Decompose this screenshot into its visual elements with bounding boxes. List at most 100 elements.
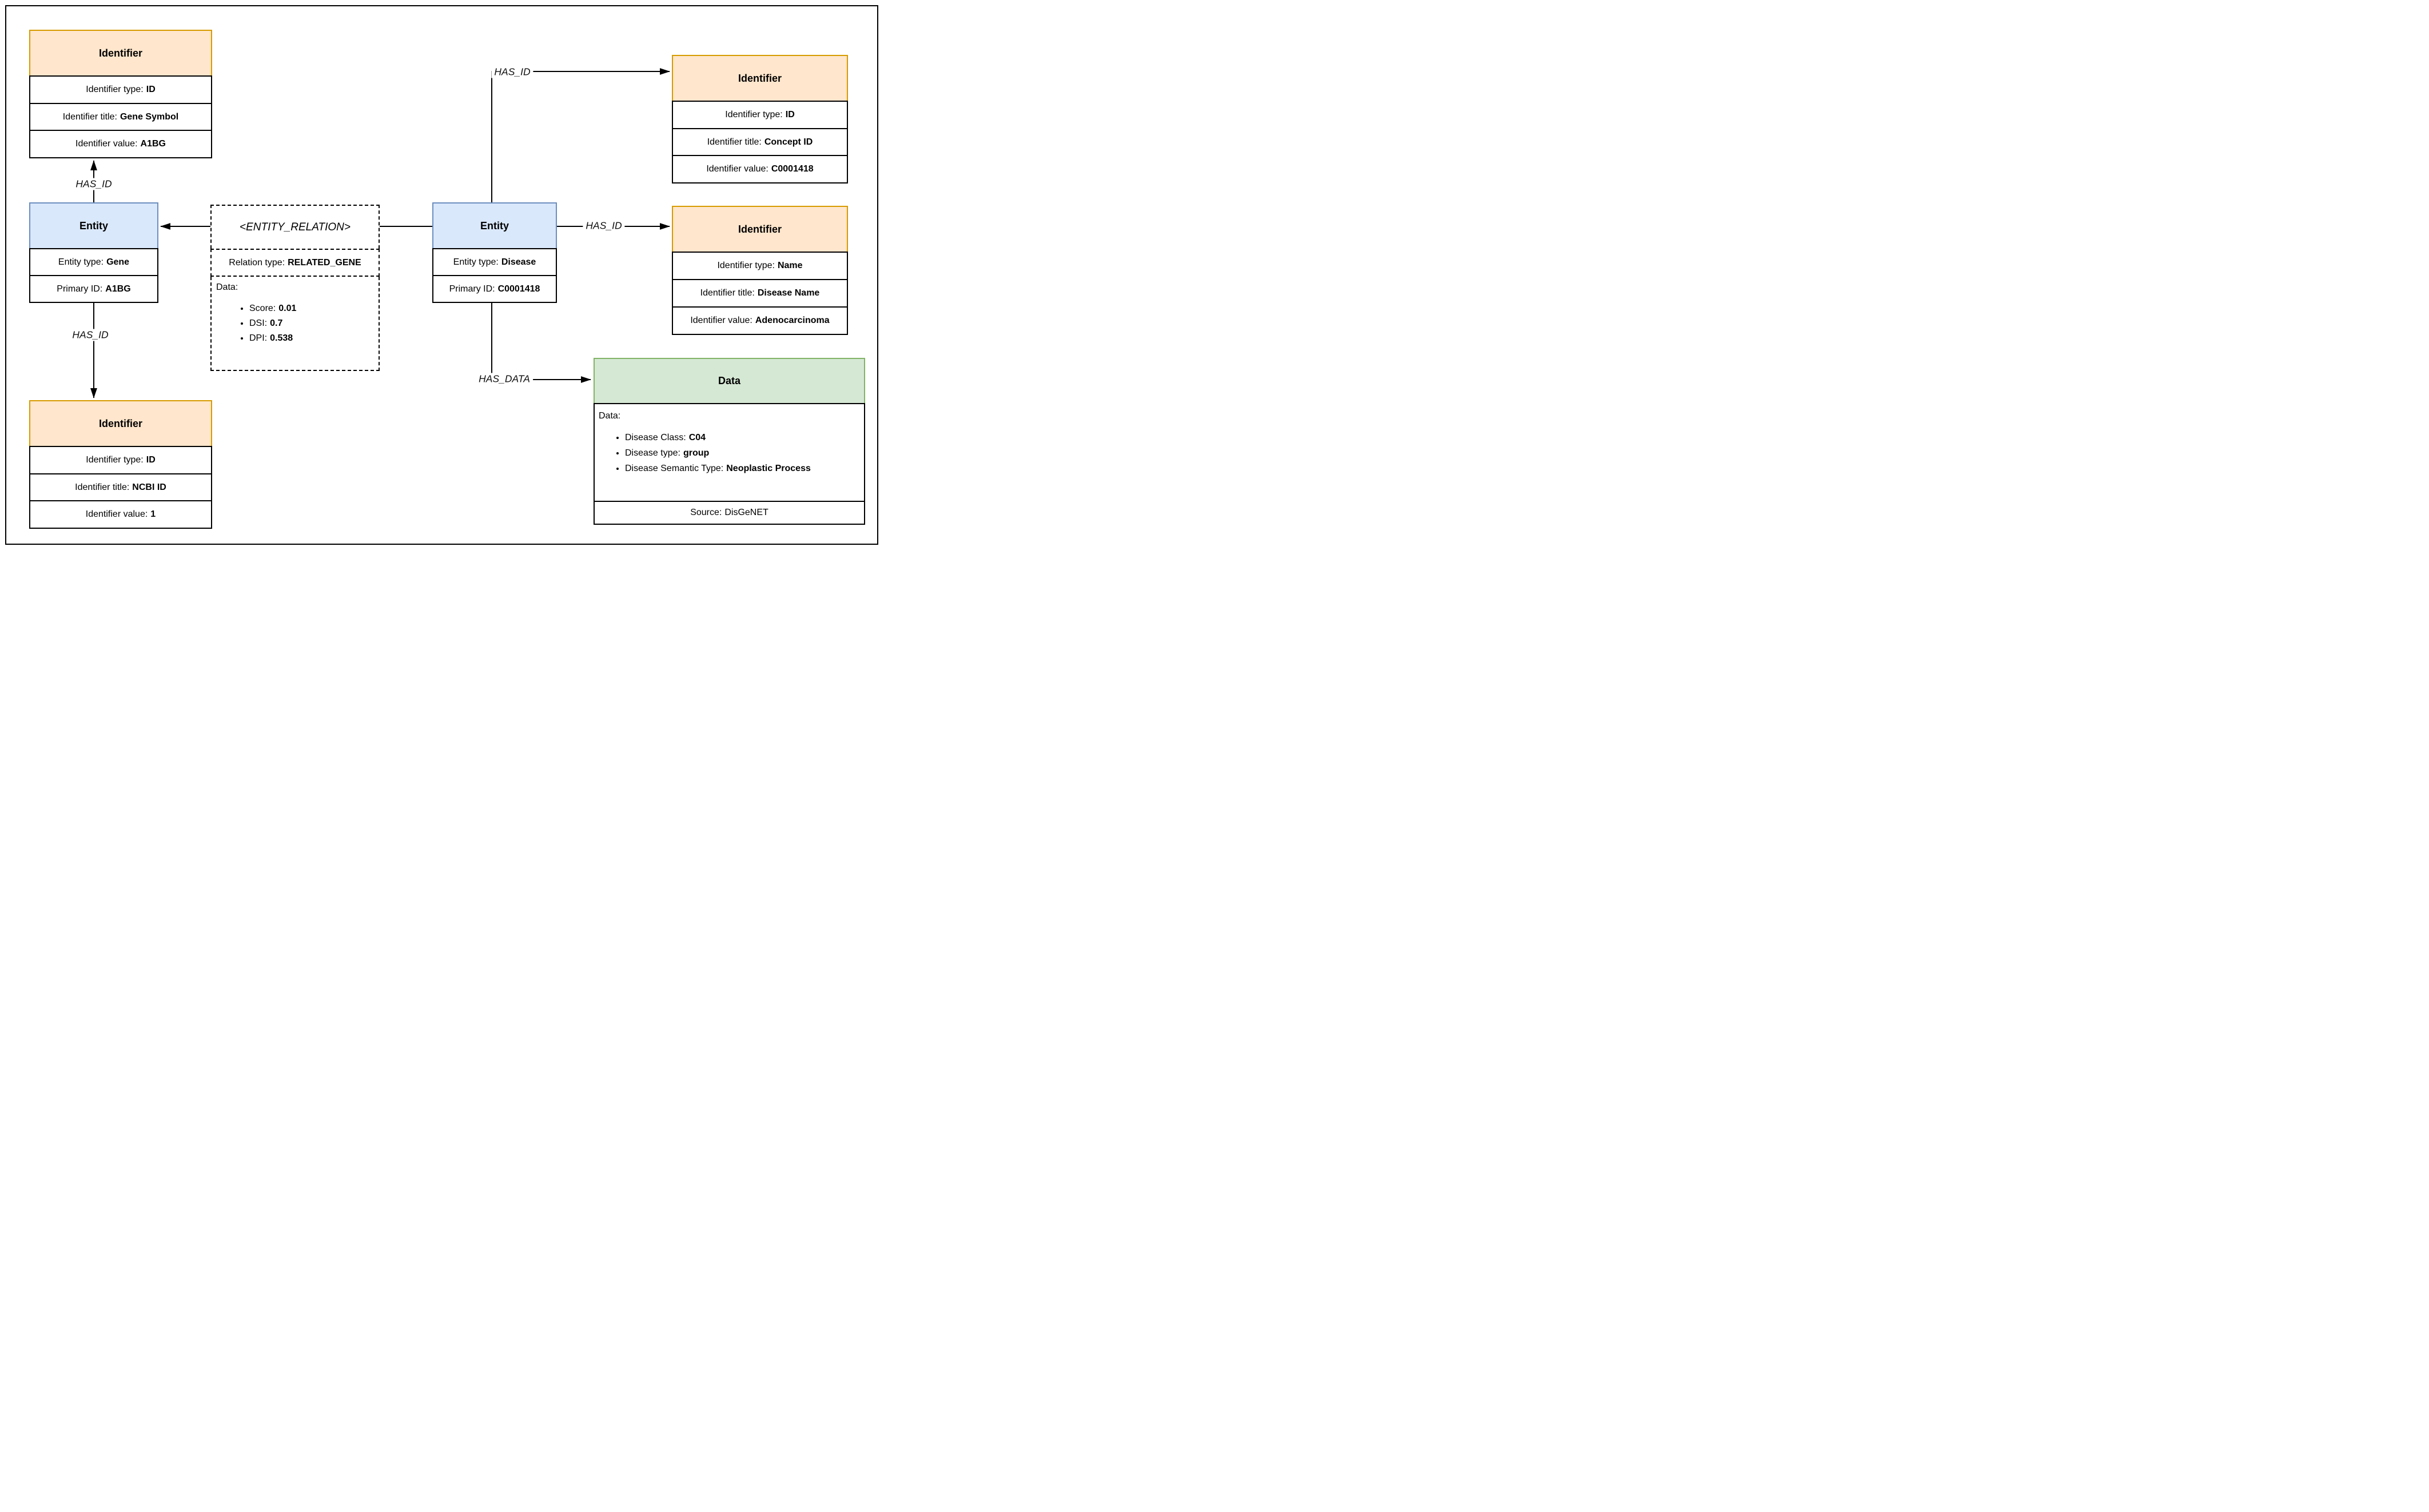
node-entity-gene: Entity Entity type:Gene Primary ID:A1BG [29, 202, 158, 303]
edge-label-has-id-gene-symbol: HAS_ID [73, 178, 115, 190]
field-value: ID [146, 84, 156, 94]
source-value: DisGeNET [724, 508, 768, 517]
node-identifier-ncbi: Identifier Identifier type:ID Identifier… [29, 400, 212, 529]
field-label: Disease Class: [625, 433, 686, 442]
field-label: Score: [249, 304, 276, 313]
field-value: Name [777, 261, 803, 270]
node-rows: Identifier type:ID Identifier title:NCBI… [29, 446, 212, 529]
field-label: Identifier value: [690, 316, 752, 325]
field-value: ID [146, 454, 156, 465]
field-value: A1BG [105, 284, 131, 294]
node-rows: Entity type:Disease Primary ID:C0001418 [432, 248, 557, 303]
field-value: Disease [501, 257, 536, 267]
field-label: Identifier type: [725, 109, 783, 119]
data-label: Data: [216, 282, 238, 292]
edge-label-has-id-concept: HAS_ID [491, 66, 533, 78]
field-label: Identifier title: [707, 137, 762, 147]
node-rows: Identifier type:ID Identifier title:Conc… [672, 101, 848, 183]
node-identifier-gene-symbol: Identifier Identifier type:ID Identifier… [29, 30, 212, 158]
field-value: A1BG [140, 139, 166, 149]
list-item: Disease type:group [625, 445, 862, 461]
field-value: C0001418 [771, 164, 814, 174]
field-row: Identifier value:C0001418 [673, 156, 847, 182]
data-section: Data: Disease Class:C04 Disease type:gro… [594, 403, 865, 502]
node-rows: Identifier type:ID Identifier title:Gene… [29, 75, 212, 158]
list-item: Disease Class:C04 [625, 430, 862, 445]
field-value: Adenocarcinoma [755, 316, 830, 325]
field-label: Identifier type: [86, 84, 144, 94]
field-row: Relation type:RELATED_GENE [210, 249, 380, 277]
edge-label-has-data: HAS_DATA [476, 373, 533, 385]
node-title: Entity [29, 202, 158, 248]
node-title: <ENTITY_RELATION> [210, 205, 380, 249]
field-label: Relation type: [229, 257, 285, 268]
field-row: Identifier value:1 [30, 501, 211, 528]
list-item: DSI:0.7 [249, 316, 376, 331]
field-row: Identifier title:NCBI ID [30, 474, 211, 502]
source-row: Source:DisGeNET [594, 502, 865, 525]
data-label: Data: [599, 411, 621, 421]
field-value: Gene Symbol [120, 111, 179, 122]
field-value: group [683, 448, 710, 458]
field-label: Entity type: [453, 257, 499, 267]
node-title: Identifier [672, 55, 848, 101]
node-entity-disease: Entity Entity type:Disease Primary ID:C0… [432, 202, 557, 303]
field-value: RELATED_GENE [288, 257, 361, 268]
list-item: Disease Semantic Type:Neoplastic Process [625, 461, 862, 476]
list-item: DPI:0.538 [249, 331, 376, 346]
field-row: Identifier type:ID [673, 102, 847, 129]
data-list: Disease Class:C04 Disease type:group Dis… [599, 430, 862, 476]
node-title: Identifier [29, 400, 212, 446]
node-identifier-disease-name: Identifier Identifier type:Name Identifi… [672, 206, 848, 335]
field-row: Entity type:Gene [30, 249, 157, 276]
field-value: 0.538 [270, 333, 293, 343]
field-label: Identifier value: [706, 164, 768, 174]
field-value: 0.01 [278, 304, 297, 313]
field-label: Primary ID: [57, 284, 103, 294]
field-label: Identifier title: [62, 111, 117, 122]
edge-label-has-id-ncbi: HAS_ID [69, 329, 112, 341]
field-value: Neoplastic Process [726, 464, 811, 473]
field-label: Identifier type: [717, 261, 775, 270]
node-title: Entity [432, 202, 557, 248]
source-label: Source: [690, 508, 722, 517]
field-value: Disease Name [757, 288, 820, 298]
relation-data-section: Data: Score:0.01 DSI:0.7 DPI:0.538 [210, 277, 380, 371]
field-row: Identifier value:A1BG [30, 131, 211, 157]
node-title: Identifier [29, 30, 212, 75]
node-entity-relation: <ENTITY_RELATION> Relation type:RELATED_… [210, 205, 380, 371]
field-row: Identifier title:Concept ID [673, 129, 847, 157]
field-label: DPI: [249, 333, 268, 343]
field-row: Identifier value:Adenocarcinoma [673, 308, 847, 334]
diagram-border [5, 5, 878, 545]
field-label: Identifier type: [86, 454, 144, 465]
field-row: Identifier type:ID [30, 77, 211, 104]
field-row: Identifier title:Gene Symbol [30, 104, 211, 131]
node-rows: Entity type:Gene Primary ID:A1BG [29, 248, 158, 303]
edge-label-has-id-disease-name: HAS_ID [583, 220, 625, 232]
field-row: Identifier type:ID [30, 447, 211, 474]
relation-data-list: Score:0.01 DSI:0.7 DPI:0.538 [216, 301, 376, 346]
field-value: C0001418 [497, 284, 540, 294]
field-label: Entity type: [58, 257, 104, 267]
field-value: Concept ID [764, 137, 813, 147]
field-value: ID [785, 109, 795, 119]
field-label: Identifier title: [700, 288, 755, 298]
node-rows: Identifier type:Name Identifier title:Di… [672, 252, 848, 335]
field-value: 1 [150, 509, 156, 520]
node-title: Identifier [672, 206, 848, 252]
field-value: 0.7 [270, 318, 283, 328]
field-label: Primary ID: [449, 284, 495, 294]
field-row: Entity type:Disease [433, 249, 556, 276]
field-label: DSI: [249, 318, 268, 328]
field-row: Identifier type:Name [673, 253, 847, 280]
field-label: Identifier value: [75, 139, 138, 149]
field-value: NCBI ID [132, 482, 166, 492]
list-item: Score:0.01 [249, 301, 376, 316]
diagram-canvas: Identifier Identifier type:ID Identifier… [0, 0, 883, 550]
node-identifier-concept-id: Identifier Identifier type:ID Identifier… [672, 55, 848, 183]
node-title: Data [594, 358, 865, 403]
field-row: Primary ID:A1BG [30, 276, 157, 302]
field-label: Disease type: [625, 448, 680, 458]
field-label: Identifier value: [85, 509, 148, 520]
